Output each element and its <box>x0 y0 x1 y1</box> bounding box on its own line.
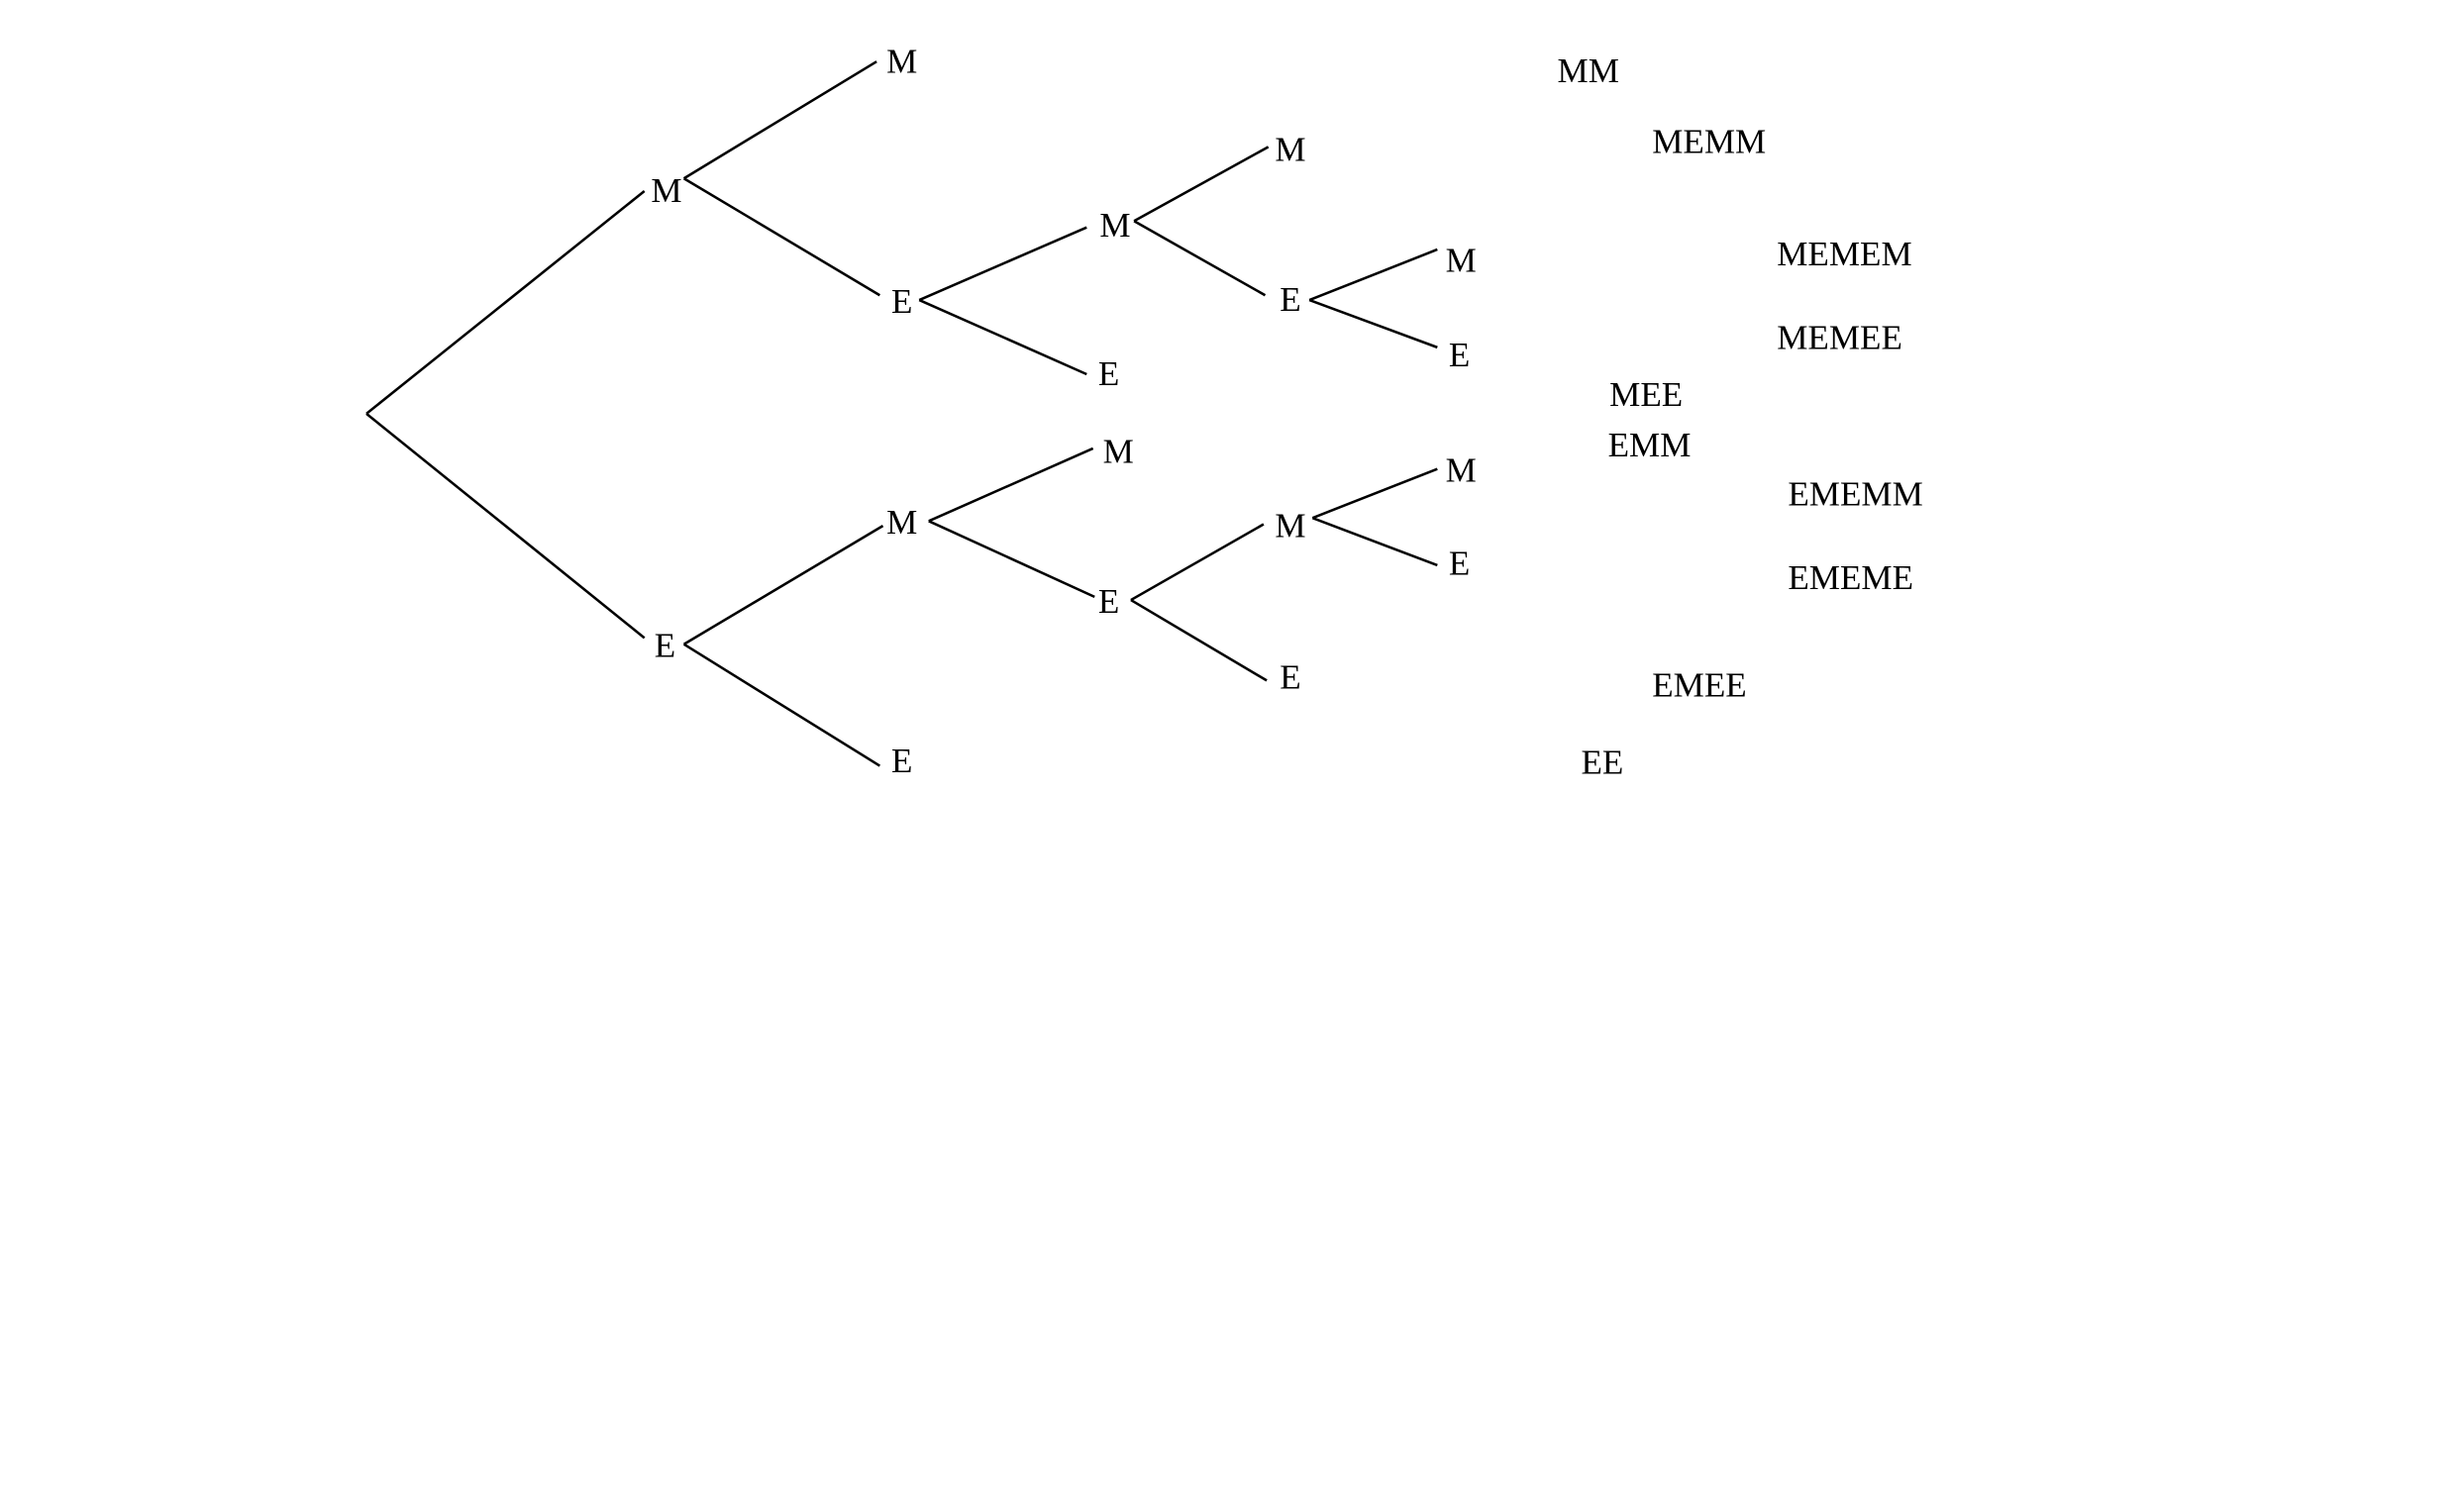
branch-emem-e <box>1311 516 1438 567</box>
node-label: E <box>1098 582 1119 621</box>
node-label: M <box>886 42 917 80</box>
node-label: E <box>1280 280 1300 319</box>
tree-branches <box>365 60 1438 767</box>
node-label: M <box>1275 506 1305 545</box>
outcome-label: MEMM <box>1652 123 1766 161</box>
branch-mem-e <box>1133 220 1267 297</box>
outcome-list: MM MEMM MEMEM MEMEE MEE EMM EMEMM EMEME … <box>1558 51 1923 782</box>
branch-eme-m <box>1130 523 1265 602</box>
node-label: M <box>886 503 917 542</box>
node-label: M <box>1099 206 1130 245</box>
branch-emem-m <box>1311 467 1438 520</box>
node-label: E <box>655 626 675 664</box>
node-label: M <box>1275 131 1305 169</box>
outcome-label: MM <box>1558 51 1619 90</box>
branch-e-m <box>682 525 884 645</box>
outcome-label: EMEE <box>1652 665 1746 704</box>
node-label: M <box>1103 432 1134 470</box>
outcome-label: EE <box>1581 744 1623 782</box>
outcome-label: MEMEE <box>1777 318 1902 356</box>
branch-meme-e <box>1308 298 1438 349</box>
tree-nodes: M E M E M E M E M E M E M E M E M E <box>651 42 1476 780</box>
node-label: E <box>891 742 912 780</box>
node-label: M <box>1446 450 1477 489</box>
outcome-label: EMEMM <box>1788 474 1922 513</box>
branch-e-e <box>682 643 881 767</box>
outcome-label: MEMEM <box>1777 235 1911 273</box>
node-label: E <box>1449 336 1470 374</box>
node-label: E <box>1449 545 1470 583</box>
branch-m-e <box>682 177 880 297</box>
branch-root-m <box>365 189 646 415</box>
node-label: E <box>1098 354 1119 393</box>
branch-em-e <box>928 520 1095 599</box>
branch-meme-m <box>1308 248 1438 302</box>
node-label: M <box>1446 241 1477 279</box>
branch-mem-m <box>1133 146 1270 223</box>
branch-root-e <box>365 412 646 640</box>
outcome-label: EMM <box>1608 426 1692 464</box>
outcome-label: MEE <box>1609 375 1683 414</box>
branch-m-m <box>682 60 877 180</box>
branch-me-e <box>918 298 1087 376</box>
node-label: E <box>891 282 912 321</box>
node-label: E <box>1280 657 1300 696</box>
outcome-label: EMEME <box>1788 558 1913 597</box>
branch-me-m <box>918 226 1087 302</box>
node-label: M <box>651 171 681 210</box>
branch-em-m <box>928 447 1094 523</box>
branch-eme-e <box>1130 598 1268 682</box>
